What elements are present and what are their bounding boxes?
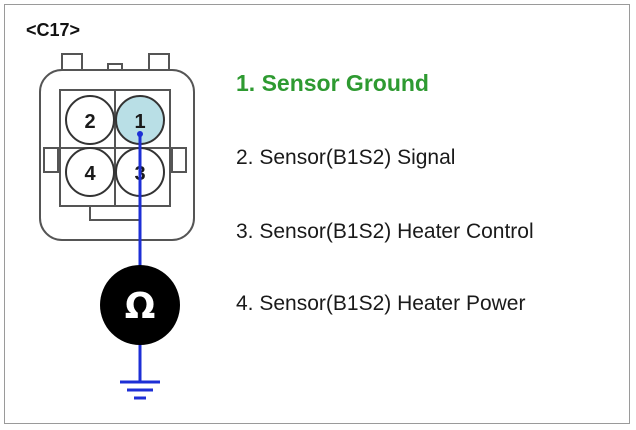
pin-4 bbox=[65, 147, 115, 197]
connector-id-label: <C17> bbox=[26, 20, 81, 40]
pin-2 bbox=[65, 95, 115, 145]
probe-wire bbox=[137, 131, 143, 382]
pin-2-label: 2 bbox=[84, 111, 95, 133]
housing-bottom-key bbox=[89, 205, 141, 221]
pin-function-2: 2. Sensor(B1S2) Signal bbox=[236, 146, 456, 169]
ohm-symbol: Ω bbox=[125, 286, 156, 327]
ground-symbol-icon bbox=[120, 380, 160, 400]
connector-housing bbox=[39, 53, 195, 241]
pin-function-4: 4. Sensor(B1S2) Heater Power bbox=[236, 292, 526, 315]
housing-rib-left bbox=[43, 147, 59, 173]
pin-4-label: 4 bbox=[84, 163, 96, 185]
pin-1-label: 1 bbox=[134, 111, 145, 133]
pin-function-3: 3. Sensor(B1S2) Heater Control bbox=[236, 220, 534, 243]
housing-rib-right bbox=[171, 147, 187, 173]
ohmmeter-icon: Ω bbox=[100, 265, 180, 345]
pin-function-1: 1. Sensor Ground bbox=[236, 70, 429, 96]
